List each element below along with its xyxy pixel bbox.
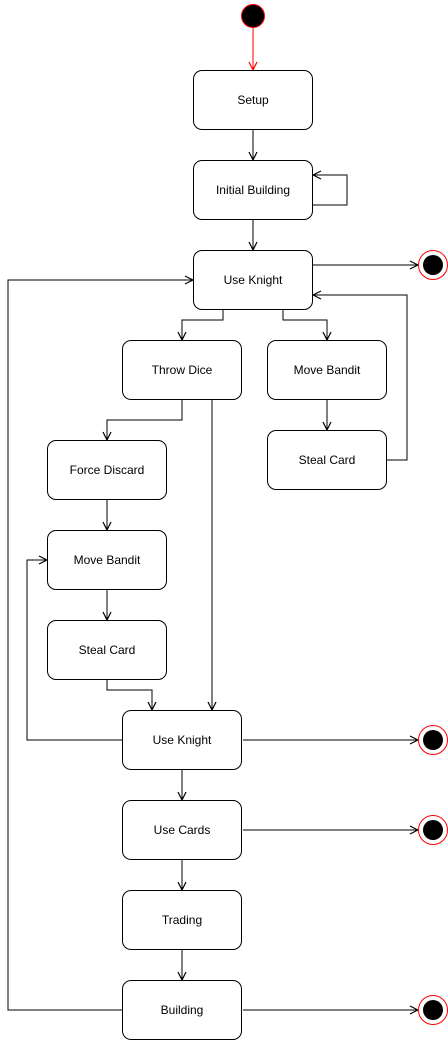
state-initial-building: Initial Building — [193, 160, 313, 220]
final-node-3 — [418, 815, 448, 845]
edge-steal-card-left-to-use-knight-mid — [106, 680, 152, 710]
final-node-1 — [418, 250, 448, 280]
edge-use-knight-to-move-bandit — [282, 310, 327, 340]
final-node-2 — [418, 725, 448, 755]
state-move-bandit-right: Move Bandit — [267, 340, 387, 400]
initial-node — [241, 4, 265, 28]
state-steal-card-left: Steal Card — [47, 620, 167, 680]
state-force-discard: Force Discard — [47, 440, 167, 500]
state-use-knight-top: Use Knight — [193, 250, 313, 310]
state-setup: Setup — [193, 70, 313, 130]
edge-use-knight-mid-to-move-bandit — [26, 560, 123, 741]
state-steal-card-right: Steal Card — [267, 430, 387, 490]
final-node-4 — [418, 995, 448, 1025]
edge-initial-building-self-loop — [313, 175, 348, 206]
edge-building-to-use-knight-top — [7, 280, 193, 1011]
edge-use-knight-to-throw-dice — [182, 310, 224, 340]
state-throw-dice: Throw Dice — [122, 340, 242, 400]
state-trading: Trading — [122, 890, 242, 950]
state-building: Building — [122, 980, 242, 1040]
edge-throw-dice-to-force-discard — [107, 400, 183, 440]
state-use-cards: Use Cards — [122, 800, 242, 860]
edge-steal-card-right-to-use-knight — [313, 295, 408, 461]
state-use-knight-mid: Use Knight — [122, 710, 242, 770]
state-move-bandit-left: Move Bandit — [47, 530, 167, 590]
